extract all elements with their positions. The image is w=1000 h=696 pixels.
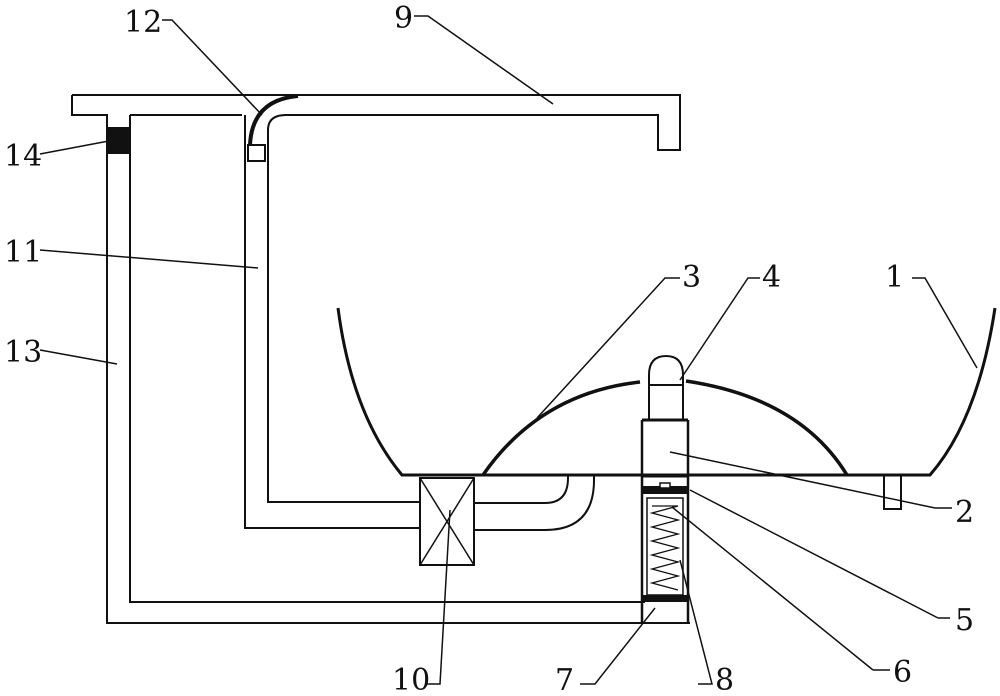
label-4: 4 [762, 260, 781, 295]
label-12: 12 [124, 5, 162, 40]
pipe-13 [106, 115, 690, 624]
outlet-bend [474, 475, 595, 531]
label-1: 1 [885, 260, 904, 295]
column-lower-outline [642, 418, 688, 478]
base-plate [642, 595, 688, 602]
leader-7 [580, 607, 656, 685]
label-9: 9 [394, 1, 413, 36]
bowl [336, 307, 997, 477]
dome [481, 379, 849, 476]
valve-cross [419, 477, 475, 566]
leader-12 [162, 19, 263, 116]
cover-plate [71, 94, 681, 503]
plate-notch [659, 482, 671, 489]
label-10: 10 [392, 663, 430, 696]
plate [642, 486, 688, 494]
leader-8 [679, 559, 713, 685]
sensor-block [108, 127, 130, 154]
leader-5 [689, 489, 950, 619]
label-3: 3 [682, 260, 701, 295]
leader-2 [669, 451, 952, 509]
label-2: 2 [955, 495, 974, 530]
cap [648, 354, 684, 420]
leader-4 [679, 277, 760, 381]
small-joint-block [247, 144, 266, 162]
leader-9 [414, 15, 554, 105]
label-13: 13 [4, 335, 42, 370]
leader-1 [912, 277, 978, 369]
leader-3 [536, 277, 680, 419]
leader-6 [671, 506, 890, 671]
pipe-11 [244, 115, 420, 529]
leader-11 [39, 249, 259, 269]
column-outer [640, 420, 690, 623]
label-6: 6 [893, 655, 912, 690]
label-5: 5 [955, 603, 974, 638]
leader-14 [39, 139, 115, 155]
label-7: 7 [555, 663, 574, 696]
spring [649, 505, 681, 591]
label-11: 11 [4, 235, 42, 270]
label-14: 14 [4, 139, 42, 174]
leader-13 [39, 349, 118, 365]
curved-connector [248, 94, 299, 146]
label-8: 8 [715, 663, 734, 696]
leader-10 [426, 509, 451, 685]
drain-stub [883, 475, 902, 510]
